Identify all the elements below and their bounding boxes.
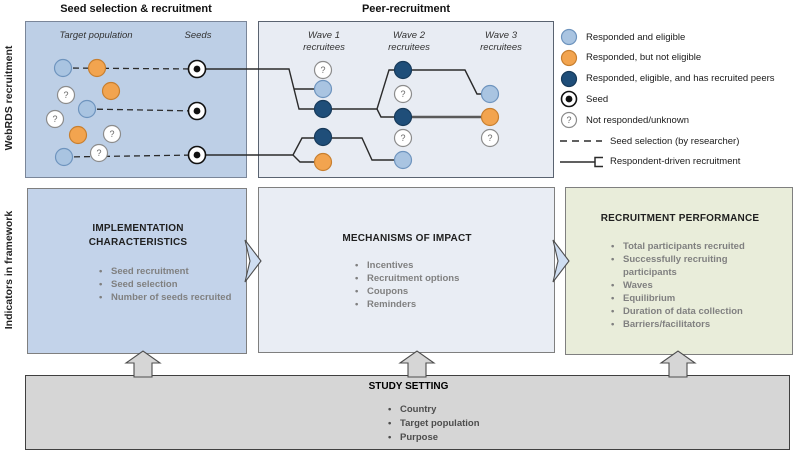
legend-label: Responded and eligible bbox=[586, 31, 686, 43]
bullet-item: Country bbox=[388, 403, 568, 417]
seed-dot bbox=[565, 95, 573, 103]
mechanisms-bullets: IncentivesRecruitment optionsCouponsRemi… bbox=[355, 259, 525, 311]
legend-seed-icon bbox=[560, 91, 578, 108]
legend-recruit-icon bbox=[560, 156, 603, 168]
legend-item-unknown: ? Not responded/unknown bbox=[558, 110, 689, 130]
legend-item-orange: Responded, but not eligible bbox=[558, 48, 701, 68]
webrds-recruitment-label: WebRDS recruitment bbox=[3, 45, 15, 151]
wave1-header: Wave 1 recruitees bbox=[284, 30, 364, 54]
performance-box-title: RECRUITMENT PERFORMANCE bbox=[600, 213, 760, 224]
implementation-bullets: Seed recruitmentSeed selectionNumber of … bbox=[99, 265, 239, 304]
seeds-label: Seeds bbox=[184, 30, 212, 41]
legend-item-recruit: Respondent-driven recruitment bbox=[558, 152, 740, 172]
up-arrow bbox=[398, 350, 436, 378]
legend-unknown-icon: ? bbox=[560, 112, 578, 129]
wave3-header: Wave 3 recruitees bbox=[461, 30, 541, 54]
light-node bbox=[560, 28, 578, 46]
seed-selection-panel: Target population Seeds bbox=[25, 21, 247, 178]
legend-dark-icon bbox=[560, 70, 578, 87]
performance-bullets: Total participants recruitedSuccessfully… bbox=[611, 240, 783, 331]
legend-label: Responded, but not eligible bbox=[586, 52, 702, 64]
bullet-item: Seed recruitment bbox=[99, 265, 239, 278]
unknown-node bbox=[560, 112, 578, 129]
bullet-item: Barriers/facilitators bbox=[611, 318, 783, 331]
wave3-sublabel: recruitees bbox=[480, 42, 522, 53]
bullet-item: Seed selection bbox=[99, 278, 239, 291]
legend-dash-icon bbox=[560, 140, 602, 142]
legend-label: Seed bbox=[586, 93, 609, 105]
mechanisms-box-title: MECHANISMS OF IMPACT bbox=[342, 233, 472, 244]
legend-label: Seed selection (by researcher) bbox=[610, 135, 740, 147]
implementation-box-title: IMPLEMENTATION CHARACTERISTICS bbox=[88, 223, 188, 248]
wave2-sublabel: recruitees bbox=[388, 42, 430, 53]
wave1-label: Wave 1 bbox=[307, 30, 341, 41]
legend-label: Respondent-driven recruitment bbox=[610, 156, 741, 168]
legend-item-light: Responded and eligible bbox=[558, 27, 685, 47]
mechanisms-box: MECHANISMS OF IMPACT IncentivesRecruitme… bbox=[258, 187, 555, 353]
bullet-item: Number of seeds recruited bbox=[99, 291, 239, 304]
seed-selection-title: Seed selection & recruitment bbox=[60, 3, 212, 15]
implementation-box: IMPLEMENTATION CHARACTERISTICS Seed recr… bbox=[27, 188, 247, 354]
legend-light-icon bbox=[560, 28, 578, 46]
wave1-sublabel: recruitees bbox=[303, 42, 345, 53]
bullet-item: Purpose bbox=[388, 431, 568, 445]
bullet-item: Equilibrium bbox=[611, 292, 783, 305]
legend-label: Responded, eligible, and has recruited p… bbox=[586, 73, 775, 85]
up-arrow bbox=[124, 350, 162, 378]
legend-item-dark: Responded, eligible, and has recruited p… bbox=[558, 69, 775, 89]
study-setting-bullets: CountryTarget populationPurpose bbox=[388, 403, 568, 445]
study-setting-box: STUDY SETTING CountryTarget populationPu… bbox=[25, 375, 790, 450]
peer-recruitment-panel: Wave 1 recruitees Wave 2 recruitees Wave… bbox=[258, 21, 554, 178]
legend-item-dash: Seed selection (by researcher) bbox=[558, 131, 739, 151]
indicators-in-framework-label: Indicators in framework bbox=[3, 210, 15, 330]
wave2-header: Wave 2 recruitees bbox=[369, 30, 449, 54]
legend-label: Not responded/unknown bbox=[586, 114, 689, 126]
question-mark: ? bbox=[566, 115, 571, 125]
study-setting-title: STUDY SETTING bbox=[368, 381, 449, 392]
target-population-label: Target population bbox=[59, 30, 133, 41]
bullet-item: Waves bbox=[611, 279, 783, 292]
bullet-item: Target population bbox=[388, 417, 568, 431]
bullet-item: Duration of data collection bbox=[611, 305, 783, 318]
legend-item-seed: Seed bbox=[558, 89, 608, 109]
bullet-item: Recruitment options bbox=[355, 272, 525, 285]
wave2-label: Wave 2 bbox=[392, 30, 426, 41]
bullet-item: Successfully recruiting participants bbox=[611, 253, 783, 279]
peer-recruitment-title: Peer-recruitment bbox=[361, 3, 451, 15]
bullet-item: Reminders bbox=[355, 298, 525, 311]
bullet-item: Coupons bbox=[355, 285, 525, 298]
bullet-item: Incentives bbox=[355, 259, 525, 272]
performance-box: RECRUITMENT PERFORMANCE Total participan… bbox=[565, 187, 793, 355]
wave3-label: Wave 3 bbox=[484, 30, 518, 41]
legend-orange-icon bbox=[560, 49, 578, 66]
orange-node bbox=[560, 49, 578, 66]
dark-node bbox=[560, 70, 578, 87]
bullet-item: Total participants recruited bbox=[611, 240, 783, 253]
